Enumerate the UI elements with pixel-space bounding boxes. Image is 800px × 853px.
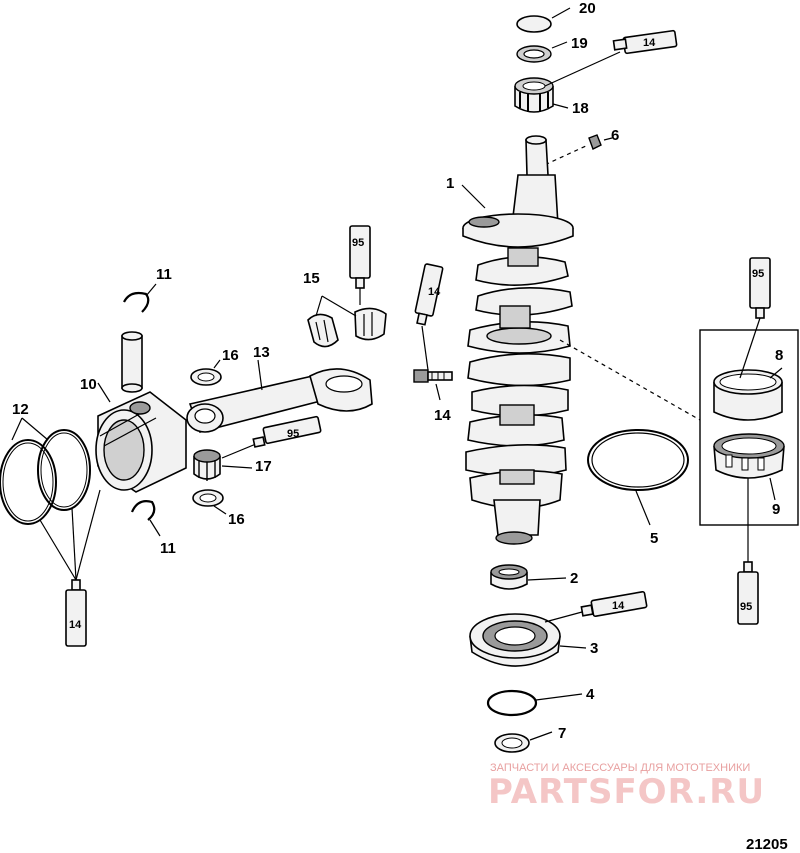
tube-label-14-piston: 14	[69, 619, 82, 631]
callout-18: 18	[572, 100, 589, 117]
part-2-bushing	[490, 564, 567, 590]
part-17-needle-bearing	[193, 449, 253, 481]
part-3-ball-bearing	[469, 613, 587, 667]
sealant-tube-95-right-bottom	[737, 478, 759, 625]
sealant-tube-14-bearing	[544, 590, 648, 623]
callout-9: 9	[772, 501, 780, 518]
part-12-piston-rings	[0, 417, 91, 525]
callout-1: 1	[446, 175, 454, 192]
part-15-needle-bearing	[307, 295, 387, 348]
part-11-circlip-bottom	[130, 500, 161, 537]
tube-label-14-bearing: 14	[612, 600, 625, 612]
part-5-o-ring	[587, 429, 689, 526]
callout-5: 5	[650, 530, 658, 547]
callout-13: 13	[253, 344, 270, 361]
watermark-brand: PARTSFOR.RU	[488, 772, 765, 812]
part-16-washer-top	[190, 359, 222, 386]
callout-20: 20	[579, 0, 596, 17]
callout-8: 8	[775, 347, 783, 364]
callout-11-top: 11	[156, 266, 172, 283]
callout-17: 17	[255, 458, 272, 475]
part-6-key	[537, 134, 613, 169]
callout-15: 15	[303, 270, 320, 287]
dashed-link-to-box	[559, 339, 701, 421]
part-9-bearing-cage	[713, 433, 785, 501]
part-20-ring	[516, 7, 571, 33]
callout-11-bottom: 11	[160, 540, 176, 557]
callout-4: 4	[586, 686, 595, 703]
part-13-connecting-rod	[186, 359, 373, 433]
part-10-piston	[95, 382, 187, 493]
callout-12: 12	[12, 401, 29, 418]
part-11-circlip-top	[123, 283, 157, 313]
callout-6: 6	[611, 127, 619, 144]
tube-label-14-top: 14	[643, 37, 656, 49]
detail-box-8-9	[699, 329, 799, 526]
callout-19: 19	[571, 35, 588, 52]
tube-label-95-right-top: 95	[752, 268, 764, 280]
part-4-snap-ring	[486, 689, 583, 717]
callout-14-bolt: 14	[434, 407, 451, 424]
watermark-tagline: ЗАПЧАСТИ И АКСЕССУАРЫ ДЛЯ МОТОТЕХНИКИ	[490, 762, 750, 774]
callout-16-bottom: 16	[228, 511, 245, 528]
sealant-tube-14-piston	[39, 489, 101, 647]
part-8-sleeve	[713, 367, 783, 421]
sealant-tube-14-top	[544, 29, 678, 87]
tube-label-95-right-bottom: 95	[740, 601, 752, 613]
figure-number: 21205	[746, 836, 788, 853]
sealant-tube-95-right-top	[739, 257, 771, 379]
tube-label-95-bearing: 95	[287, 428, 299, 440]
part-18-bearing	[514, 77, 569, 113]
part-10-piston-pin	[121, 331, 143, 393]
part-7-washer	[494, 731, 553, 753]
part-1-crankshaft	[461, 135, 574, 545]
part-19-seal	[516, 41, 568, 63]
sealant-tube-95-bearing	[221, 415, 322, 459]
tube-label-14-left: 14	[428, 286, 441, 298]
callout-7: 7	[558, 725, 566, 742]
callout-16-top: 16	[222, 347, 239, 364]
callout-10: 10	[80, 376, 97, 393]
part-16-washer-bottom	[192, 489, 227, 515]
sealant-tube-14-left	[414, 263, 444, 371]
part-14-bolt	[413, 369, 453, 401]
sealant-tube-95-rod	[349, 225, 371, 305]
callout-2: 2	[570, 570, 578, 587]
callout-3: 3	[590, 640, 598, 657]
tube-label-95-rod: 95	[352, 237, 364, 249]
